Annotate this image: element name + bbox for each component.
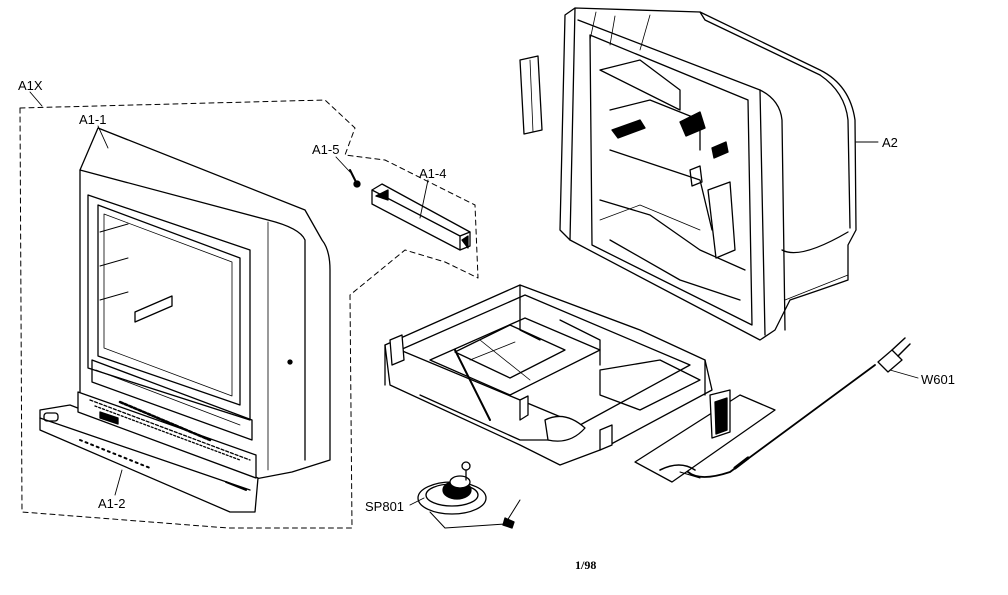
leader-sp801 xyxy=(409,497,425,506)
leader-w601 xyxy=(889,369,919,379)
chassis-base xyxy=(384,284,713,466)
bracket-a1-4 xyxy=(371,183,471,251)
speaker-sp801 xyxy=(417,461,521,529)
screw-a1-5 xyxy=(349,169,361,188)
label-a1-1: A1-1 xyxy=(79,112,107,127)
power-cord-w601 xyxy=(679,337,911,479)
pcb-board xyxy=(634,389,776,483)
page-number: 1/98 xyxy=(575,558,597,572)
label-w601: W601 xyxy=(921,372,955,387)
label-a1-5: A1-5 xyxy=(312,142,340,157)
back-cabinet-a2 xyxy=(519,7,857,341)
leader-a1-2 xyxy=(114,469,123,496)
label-a1-4: A1-4 xyxy=(419,166,447,181)
label-sp801: SP801 xyxy=(365,499,405,514)
leader-a1-1 xyxy=(97,125,109,149)
a1x-assembly-boundary xyxy=(19,99,479,529)
front-cabinet-a1-1 xyxy=(79,127,331,481)
control-panel-a1-2 xyxy=(39,391,259,513)
label-a1-2: A1-2 xyxy=(98,496,126,511)
label-a1x: A1X xyxy=(18,78,43,93)
leader-a1-5 xyxy=(335,156,351,173)
label-a2: A2 xyxy=(882,135,898,150)
leader-a1x xyxy=(29,91,43,107)
leader-a1-4 xyxy=(419,179,429,219)
